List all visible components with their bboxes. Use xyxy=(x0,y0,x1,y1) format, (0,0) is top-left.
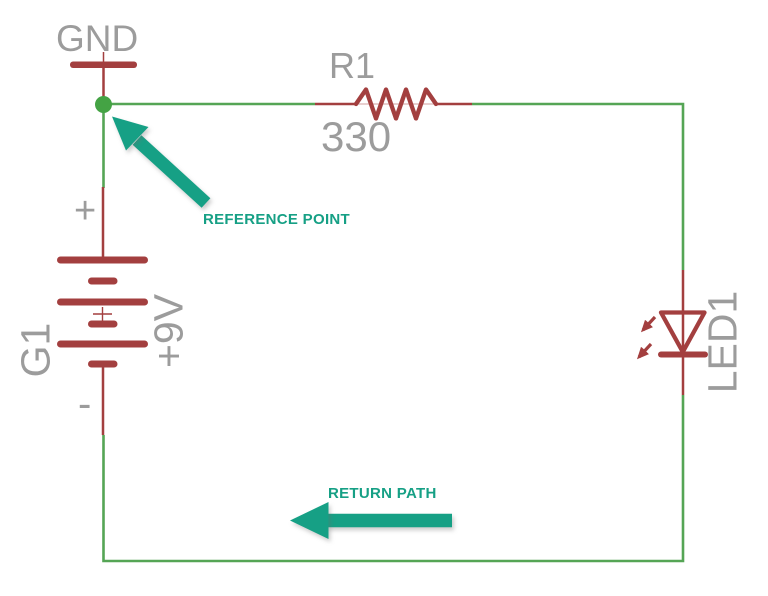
ground-label: GND xyxy=(56,18,139,59)
return-path-annotation: RETURN PATH xyxy=(328,485,437,502)
resistor-zigzag xyxy=(353,87,439,121)
battery-plate-long-1 xyxy=(57,256,148,264)
reference-arrow-head xyxy=(112,116,149,151)
led-name-label: LED1 xyxy=(699,290,746,394)
return-arrow-head xyxy=(290,502,329,539)
led-emission-arrow-2 xyxy=(636,342,653,360)
wire-top-right xyxy=(472,102,685,270)
resistor-name-label: R1 xyxy=(329,45,376,86)
reference-arrow-shaft xyxy=(132,135,211,208)
battery-plate-long-3 xyxy=(57,340,148,348)
annotation-arrow-shafts xyxy=(132,135,452,528)
battery-plate-short-3 xyxy=(88,360,118,368)
reference-point-annotation: REFERENCE POINT xyxy=(203,211,351,228)
component-strokes xyxy=(93,52,708,435)
battery-name-label: G1 xyxy=(12,322,59,378)
battery-value-label: +9V xyxy=(145,293,192,369)
battery-plate-long-2 xyxy=(57,298,148,306)
led-emission-arrow-1 xyxy=(640,315,657,333)
wire-return-loop xyxy=(102,395,685,563)
battery-plates xyxy=(57,61,148,368)
battery-plate-short-1 xyxy=(88,277,118,285)
battery-plus-label: + xyxy=(74,190,97,232)
battery-minus-label: - xyxy=(78,382,92,426)
annotation-arrow-heads xyxy=(112,116,329,539)
reference-junction-dot xyxy=(95,96,112,113)
battery-plate-short-2 xyxy=(88,320,118,328)
resistor-value-label: 330 xyxy=(321,113,392,160)
gnd-bar xyxy=(70,61,137,68)
wire-net xyxy=(102,102,685,563)
led-triangle xyxy=(658,310,707,355)
